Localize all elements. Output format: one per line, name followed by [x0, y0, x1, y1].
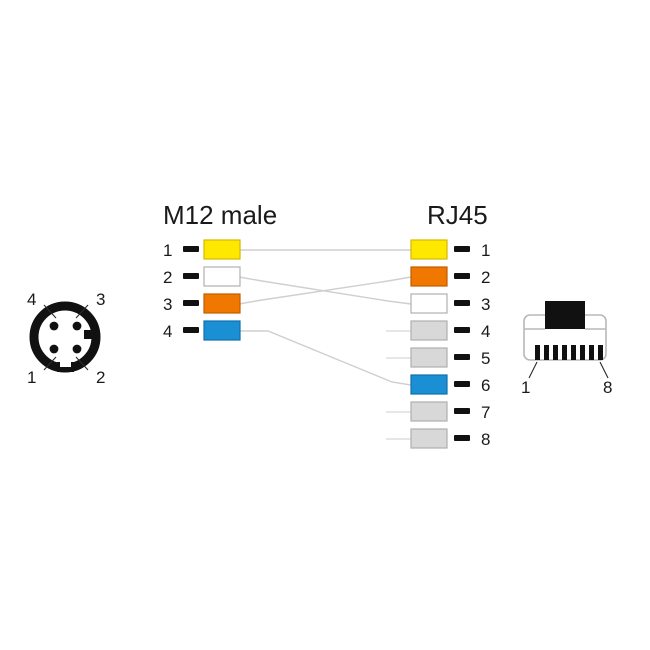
left-pin-dash — [183, 246, 199, 252]
right-pin-block-gray[interactable] — [410, 401, 448, 422]
wire-m12-3-to-rj45-2 — [238, 276, 412, 305]
left-pin-number: 4 — [163, 322, 172, 341]
left-pin-row[interactable]: 4 — [163, 320, 241, 341]
left-pin-row[interactable]: 1 — [163, 239, 241, 260]
rj45-contact-4 — [562, 345, 567, 360]
left-pin-number: 3 — [163, 295, 172, 314]
m12-leader-4 — [43, 304, 57, 319]
left-pin-block-white[interactable] — [203, 266, 241, 287]
rj45-contact-7 — [589, 345, 594, 360]
page-title-right: RJ45 — [427, 200, 488, 230]
rj45-label-1: 1 — [521, 378, 530, 397]
rj45-leader-1 — [528, 361, 538, 379]
right-pin-number: 4 — [481, 322, 490, 341]
rj45-contact-3 — [553, 345, 558, 360]
m12-pin-1-dot — [49, 344, 59, 354]
right-pin-number: 5 — [481, 349, 490, 368]
right-pin-block-gray[interactable] — [410, 320, 448, 341]
m12-label-2: 2 — [96, 368, 105, 387]
right-pin-row[interactable]: 6 — [410, 374, 490, 395]
right-pin-dash — [454, 327, 470, 333]
m12-connector-symbol: 4 3 1 2 — [27, 290, 105, 387]
right-pin-row[interactable]: 5 — [410, 347, 490, 368]
right-pin-dash — [454, 273, 470, 279]
right-pin-number: 7 — [481, 403, 490, 422]
rj45-contact-1 — [535, 345, 540, 360]
right-pin-block-gray[interactable] — [410, 347, 448, 368]
rj45-label-8: 8 — [603, 378, 612, 397]
m12-label-4: 4 — [27, 290, 36, 309]
right-pin-row[interactable]: 7 — [410, 401, 490, 422]
right-pin-block-white[interactable] — [410, 293, 448, 314]
right-pin-row[interactable]: 3 — [410, 293, 490, 314]
right-pin-number: 6 — [481, 376, 490, 395]
left-pin-block-yellow[interactable] — [203, 239, 241, 260]
m12-pin-3-dot — [72, 321, 82, 331]
right-pin-dash — [454, 300, 470, 306]
rj45-connector-symbol: 1 8 — [521, 301, 612, 397]
m12-leader-2 — [75, 356, 89, 371]
rj45-latch-tab-overlay — [545, 301, 585, 329]
right-pin-block-blue[interactable] — [410, 374, 448, 395]
right-pin-row[interactable]: 1 — [410, 239, 490, 260]
rj45-contacts — [535, 345, 603, 360]
page-title-left: M12 male — [163, 200, 277, 230]
right-pin-block-gray[interactable] — [410, 428, 448, 449]
m12-label-1: 1 — [27, 368, 36, 387]
right-pin-row[interactable]: 8 — [410, 428, 490, 449]
right-pin-number: 2 — [481, 268, 490, 287]
left-pin-dash — [183, 300, 199, 306]
m12-label-3: 3 — [96, 290, 105, 309]
rj45-contact-5 — [571, 345, 576, 360]
left-pin-dash — [183, 327, 199, 333]
m12-tab-inner-cut — [60, 360, 71, 367]
right-pin-number: 8 — [481, 430, 490, 449]
m12-pin-2-dot — [72, 344, 82, 354]
left-pin-list: 1 2 3 4 — [163, 239, 241, 341]
right-pin-number: 3 — [481, 295, 490, 314]
left-pin-block-orange[interactable] — [203, 293, 241, 314]
m12-keyway-notch — [84, 330, 92, 339]
right-pin-row[interactable]: 2 — [410, 266, 490, 287]
right-pin-dash — [454, 354, 470, 360]
right-pin-row[interactable]: 4 — [410, 320, 490, 341]
right-pin-dash — [454, 435, 470, 441]
m12-pin-4-dot — [49, 321, 59, 331]
right-pin-dash — [454, 246, 470, 252]
left-pin-dash — [183, 273, 199, 279]
left-pin-row[interactable]: 3 — [163, 293, 241, 314]
right-pin-dash — [454, 381, 470, 387]
right-pin-block-orange[interactable] — [410, 266, 448, 287]
wire-m12-4-to-rj45-6 — [239, 330, 412, 386]
right-pin-number: 1 — [481, 241, 490, 260]
rj45-contact-6 — [580, 345, 585, 360]
right-pin-dash — [454, 408, 470, 414]
wire-bundle — [238, 249, 412, 440]
left-pin-row[interactable]: 2 — [163, 266, 241, 287]
m12-leader-3 — [75, 304, 89, 319]
left-pin-block-blue[interactable] — [203, 320, 241, 341]
left-pin-number: 2 — [163, 268, 172, 287]
left-pin-number: 1 — [163, 241, 172, 260]
rj45-leader-8 — [599, 361, 609, 379]
right-pin-block-yellow[interactable] — [410, 239, 448, 260]
right-pin-list: 1 2 3 4 5 — [410, 239, 490, 449]
rj45-contact-8 — [598, 345, 603, 360]
rj45-contact-2 — [544, 345, 549, 360]
m12-leader-1 — [43, 356, 57, 371]
